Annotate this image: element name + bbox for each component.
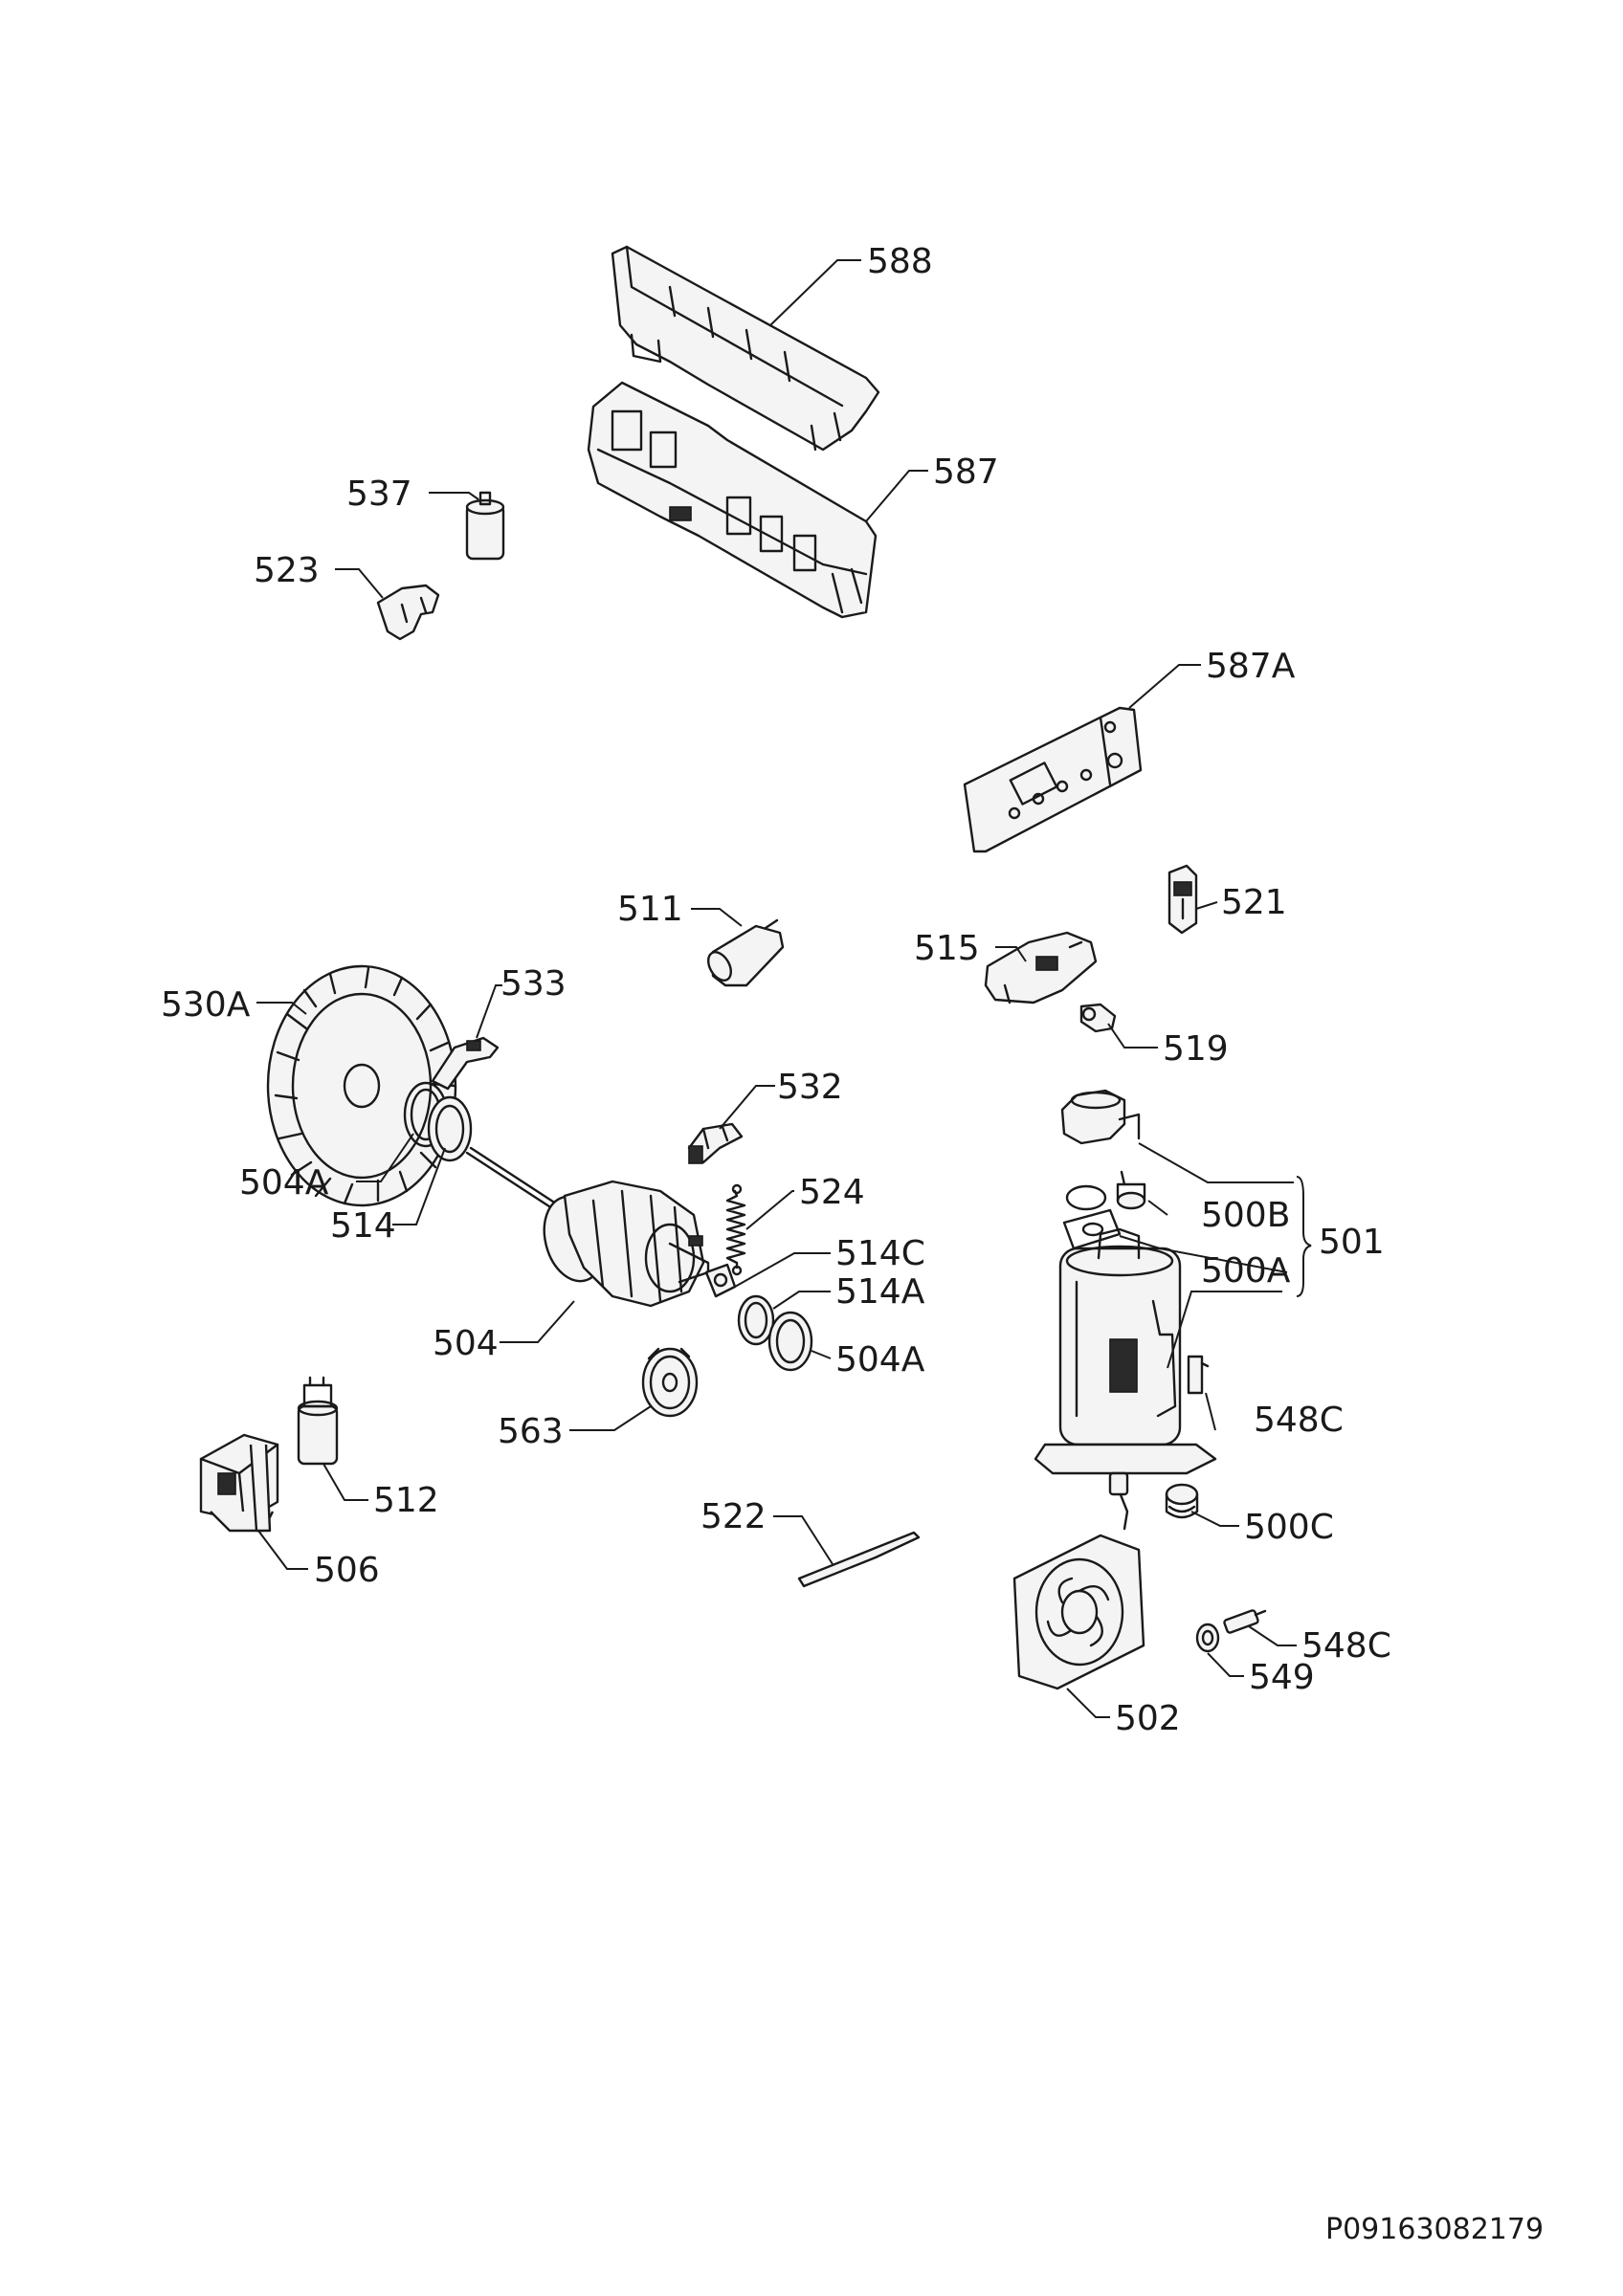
part-533-bracket	[431, 1036, 500, 1091]
part-500B-valve-cap	[1060, 1089, 1141, 1145]
label-514C: 514C	[835, 1234, 925, 1273]
label-511: 511	[617, 890, 683, 929]
label-519: 519	[1163, 1029, 1229, 1069]
label-537: 537	[346, 475, 412, 514]
part-521-switch	[1167, 864, 1198, 935]
label-533: 533	[500, 964, 567, 1004]
part-compressor-body	[1034, 1227, 1217, 1475]
label-502: 502	[1115, 1699, 1181, 1738]
part-587-electronic-module	[587, 381, 878, 619]
document-code: P09163082179	[1325, 2213, 1544, 2246]
label-588: 588	[867, 242, 933, 281]
label-514: 514	[330, 1206, 396, 1246]
label-515: 515	[914, 929, 980, 968]
label-563: 563	[498, 1412, 564, 1451]
part-511-capacitor	[707, 918, 785, 987]
part-548C-connector-bottom	[1223, 1609, 1267, 1634]
label-501: 501	[1319, 1223, 1385, 1262]
part-530A-fan-impeller	[266, 964, 457, 1207]
part-549-cap	[1195, 1623, 1220, 1653]
part-500A-gasket	[1062, 1184, 1122, 1250]
part-514A-seal-right	[737, 1294, 775, 1346]
part-515-door-lock	[984, 931, 1098, 1004]
label-504A-right: 504A	[835, 1340, 925, 1380]
part-524-spring	[725, 1183, 746, 1276]
label-504A-left: 504A	[239, 1163, 329, 1203]
label-587: 587	[933, 453, 999, 492]
label-530A: 530A	[161, 985, 251, 1025]
label-532: 532	[777, 1068, 843, 1107]
label-512: 512	[373, 1481, 439, 1520]
part-labels: 588 587 537 523 587A 511 521 515 533 530…	[161, 242, 1544, 2246]
part-500B-small-cap	[1116, 1170, 1146, 1210]
label-549: 549	[1249, 1658, 1315, 1697]
part-514C-washer	[704, 1263, 737, 1298]
label-504: 504	[433, 1324, 499, 1363]
label-500A: 500A	[1201, 1251, 1291, 1291]
label-523: 523	[254, 551, 320, 590]
part-548C-connector-top	[1187, 1355, 1210, 1395]
label-548C-top: 548C	[1254, 1401, 1344, 1440]
part-587A-display-board	[963, 706, 1143, 853]
label-514A: 514A	[835, 1272, 925, 1312]
part-504-motor	[465, 1146, 710, 1308]
part-523-clip	[376, 584, 440, 641]
part-522-strip	[797, 1531, 921, 1588]
part-500C-grommet	[1165, 1483, 1199, 1519]
part-514-bearing-seal	[427, 1095, 473, 1162]
label-524: 524	[799, 1173, 865, 1212]
label-506: 506	[314, 1551, 380, 1590]
part-506-drain-pump	[199, 1433, 279, 1533]
part-504A-seal-right	[767, 1311, 813, 1372]
part-512-capacitor	[297, 1376, 339, 1466]
label-500B: 500B	[1201, 1196, 1290, 1235]
part-537-capacitor	[465, 491, 505, 561]
label-548C-bottom: 548C	[1301, 1626, 1391, 1666]
label-521: 521	[1221, 883, 1287, 922]
part-532-cover	[687, 1122, 744, 1164]
part-563-pulley	[641, 1347, 699, 1418]
label-587A: 587A	[1206, 647, 1296, 686]
part-588-panel-cover	[611, 245, 880, 452]
label-500C: 500C	[1244, 1508, 1334, 1547]
label-522: 522	[700, 1497, 767, 1536]
part-502-cooling-fan	[1012, 1471, 1145, 1690]
